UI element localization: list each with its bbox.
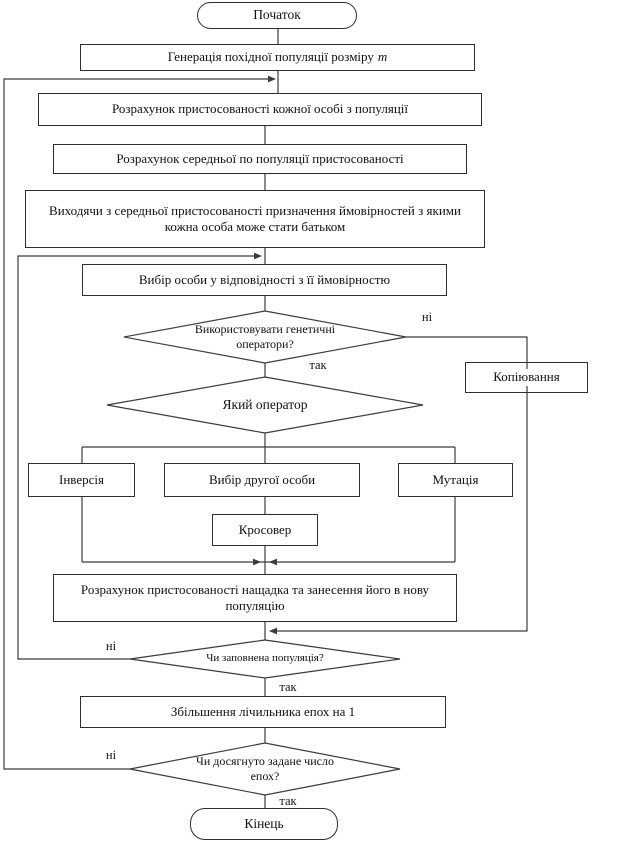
decision-which-operator-text: Який оператор [183, 394, 347, 416]
arrowhead-fanin-right [269, 558, 277, 566]
offspring-fitness-line2: популяцію [225, 598, 285, 613]
increment-epoch-step: Збільшення лічильника епох на 1 [80, 696, 446, 728]
crossover-label: Кросовер [238, 521, 292, 537]
fitness-each-label: Розрахунок пристосованості кожної особі … [111, 101, 409, 117]
fitness-average-step: Розрахунок середньої по популяції присто… [53, 144, 467, 174]
inversion-step: Інверсія [28, 463, 135, 497]
population-size-variable: m [377, 49, 388, 65]
arrowhead-inner-loop [254, 252, 262, 260]
copy-step: Копіювання [465, 362, 588, 393]
assign-probabilities-line1: Виходячи з середньої пристосованості при… [49, 202, 461, 218]
arrowhead-fanin-left [253, 558, 261, 566]
decision-epochs-reached-text: Чи досягнуто задане число епох? [175, 748, 355, 790]
decision-use-genetic-operators-shape [123, 310, 407, 364]
decision-population-filled-shape [129, 639, 401, 679]
decision-population-filled-text: Чи заповнена популяція? [165, 649, 365, 669]
use-operators-line2: оператори? [236, 337, 294, 351]
edge-label-population-yes: так [279, 680, 297, 694]
decision-use-genetic-operators-text: Використовувати генетичні оператори? [158, 316, 372, 358]
epochs-reached-line1: Чи досягнуто задане число [196, 754, 334, 768]
assign-probabilities-line2: кожна особа може стати батьком [164, 219, 346, 234]
increment-epoch-label: Збільшення лічильника епох на 1 [170, 703, 356, 719]
fitness-average-label: Розрахунок середньої по популяції присто… [116, 150, 404, 166]
start-label: Початок [253, 7, 301, 23]
edge-loop-inner [17, 255, 254, 660]
mutation-label: Мутація [432, 471, 479, 487]
arrowhead-outer-loop [268, 75, 276, 83]
edge-loop-outer [3, 78, 268, 770]
which-operator-label: Який оператор [222, 396, 308, 412]
epochs-reached-line2: епох? [250, 769, 280, 783]
edge-label-epochs-no: ні [105, 748, 117, 762]
offspring-fitness-step: Розрахунок пристосованості нащадка та за… [53, 574, 457, 622]
arrowhead-copy-merge [269, 627, 277, 635]
fitness-each-step: Розрахунок пристосованості кожної особі … [38, 93, 482, 126]
edge-copy-branch [277, 336, 528, 632]
use-operators-line1: Використовувати генетичні [194, 322, 336, 336]
crossover-step: Кросовер [212, 514, 318, 546]
assign-probabilities-step: Виходячи з середньої пристосованості при… [25, 190, 485, 248]
select-second-individual-label: Вибір другої особи [208, 471, 316, 487]
start-terminator: Початок [197, 2, 357, 29]
select-individual-label: Вибір особи у відповідності з її ймовірн… [138, 271, 391, 287]
end-label: Кінець [244, 815, 284, 831]
edge-label-epochs-yes: так [279, 794, 297, 808]
edge-label-population-no: ні [105, 639, 117, 653]
edge-label-use-operators-no: ні [421, 310, 433, 324]
decision-which-operator-shape [106, 376, 424, 434]
select-second-individual-step: Вибір другої особи [164, 463, 360, 497]
mutation-step: Мутація [398, 463, 513, 497]
offspring-fitness-line1: Розрахунок пристосованості нащадка та за… [80, 581, 430, 597]
population-filled-label: Чи заповнена популяція? [206, 652, 324, 665]
inversion-label: Інверсія [59, 471, 104, 487]
end-terminator: Кінець [190, 808, 338, 840]
decision-epochs-reached-shape [129, 742, 401, 796]
edge-label-use-operators-yes: так [309, 358, 327, 372]
select-individual-step: Вибір особи у відповідності з її ймовірн… [82, 264, 447, 296]
copy-label: Копіювання [489, 369, 564, 386]
